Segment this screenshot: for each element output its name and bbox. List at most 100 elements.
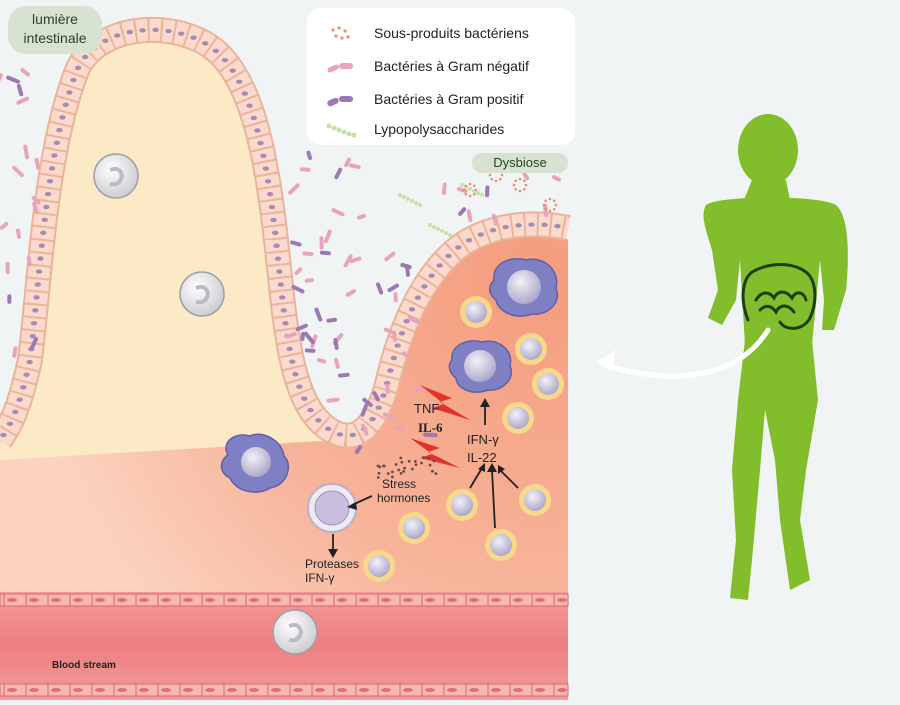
hormone-dot — [434, 472, 438, 475]
nucleus — [421, 284, 428, 289]
nucleus — [190, 35, 197, 40]
vessel-wall-cells — [3, 594, 567, 696]
nucleus — [229, 68, 236, 73]
gram-positive-bacterium — [30, 337, 39, 350]
nucleus — [301, 396, 308, 401]
nucleus — [43, 204, 50, 210]
gram-negative-bacterium — [394, 426, 405, 431]
gram-negative-bacterium — [12, 346, 18, 358]
nucleus — [403, 319, 410, 324]
nucleus — [202, 41, 209, 46]
gram-negative-bacterium — [319, 236, 324, 250]
nucleus — [56, 127, 63, 133]
nucleus — [221, 57, 229, 63]
gram-negative-bacterium — [0, 221, 9, 230]
nucleus — [260, 153, 267, 158]
nucleus — [398, 331, 406, 336]
gram-negative-bacterium — [407, 315, 420, 324]
nucleus — [165, 28, 172, 34]
nucleus — [66, 90, 73, 95]
lps-bead — [448, 233, 452, 237]
legend-label: Bactéries à Gram négatif — [374, 58, 529, 74]
legend-label: Sous-produits bactériens — [374, 25, 529, 41]
nucleus — [515, 223, 522, 228]
lps-bead — [460, 183, 464, 187]
gram-negative-bacterium — [288, 183, 300, 195]
macrophage-2 — [489, 258, 559, 317]
chain-icon — [326, 123, 357, 138]
nucleus — [250, 115, 257, 121]
hormone-dot — [427, 456, 430, 460]
nucleus — [262, 166, 270, 171]
gram-positive-bacterium — [303, 331, 315, 345]
gram-positive-bacterium — [333, 337, 339, 350]
hormone-dot — [428, 463, 432, 467]
nucleus — [74, 65, 82, 71]
gram-negative-bacterium — [334, 358, 340, 369]
lps-bead — [476, 191, 480, 195]
vessel-cell — [557, 598, 567, 602]
nucleus — [279, 295, 286, 300]
nucleus — [428, 273, 435, 278]
byproduct-dot — [522, 179, 526, 183]
gram-positive-bacterium — [376, 282, 384, 295]
nucleus — [270, 217, 277, 223]
legend-label: Lypopolysaccharides — [374, 121, 505, 137]
lps-bead — [414, 201, 418, 205]
lps-bead — [480, 193, 484, 197]
gram-positive-bacterium — [400, 262, 412, 270]
hormone-dot — [430, 469, 434, 473]
gram-negative-bacterium — [491, 213, 498, 226]
byproduct-dot — [498, 177, 502, 181]
hormone-dot — [376, 476, 380, 479]
nucleus — [280, 308, 287, 313]
curved-arrow — [602, 327, 771, 379]
white-blood-cell — [93, 153, 139, 199]
vessel-cell — [381, 598, 391, 602]
gram-negative-bacterium — [31, 196, 41, 205]
gram-negative-bacterium — [302, 251, 314, 257]
hormone-dot — [378, 465, 382, 469]
white-blood-cells — [93, 153, 318, 655]
gram-negative-bacterium — [26, 256, 32, 267]
nucleus — [276, 269, 283, 274]
vessel-cell — [425, 688, 435, 692]
gram-negative-bacterium — [552, 175, 562, 182]
gram-negative-bacterium — [349, 256, 362, 263]
nucleus — [126, 29, 133, 35]
vessel-cell — [469, 688, 479, 692]
nucleus — [254, 128, 261, 133]
byproduct-dot — [542, 203, 546, 207]
nucleus — [477, 232, 484, 237]
gram-negative-bacterium — [441, 182, 447, 195]
hormone-dot — [394, 463, 398, 466]
nucleus — [502, 224, 509, 230]
hormone-dot — [399, 471, 403, 475]
nucleus — [445, 253, 452, 259]
nucleus — [236, 79, 243, 85]
vessel-cell — [337, 688, 347, 692]
nucleus — [436, 263, 443, 268]
nucleus — [70, 77, 77, 83]
gram-positive-bacterium — [291, 284, 305, 294]
nucleus — [32, 308, 39, 313]
vessel-cell — [293, 598, 303, 602]
nucleus — [274, 256, 282, 261]
gram-positive-bacterium — [362, 397, 373, 408]
byproduct-dot — [524, 183, 528, 187]
macrophage-1 — [220, 433, 290, 493]
vessel-cell — [95, 688, 105, 692]
byproduct-dot — [512, 183, 516, 187]
nucleus — [51, 153, 58, 158]
lps-bead — [398, 193, 402, 197]
vessel-cell — [315, 688, 325, 692]
nucleus — [528, 222, 535, 227]
gram-positive-bacterium — [372, 391, 380, 402]
byproduct-dot — [462, 188, 466, 192]
gram-positive-bacterium — [6, 75, 21, 84]
gram-positive-bacterium — [337, 372, 350, 378]
dots-icon — [331, 26, 350, 40]
nucleus — [241, 91, 249, 96]
nucleus — [282, 321, 289, 326]
